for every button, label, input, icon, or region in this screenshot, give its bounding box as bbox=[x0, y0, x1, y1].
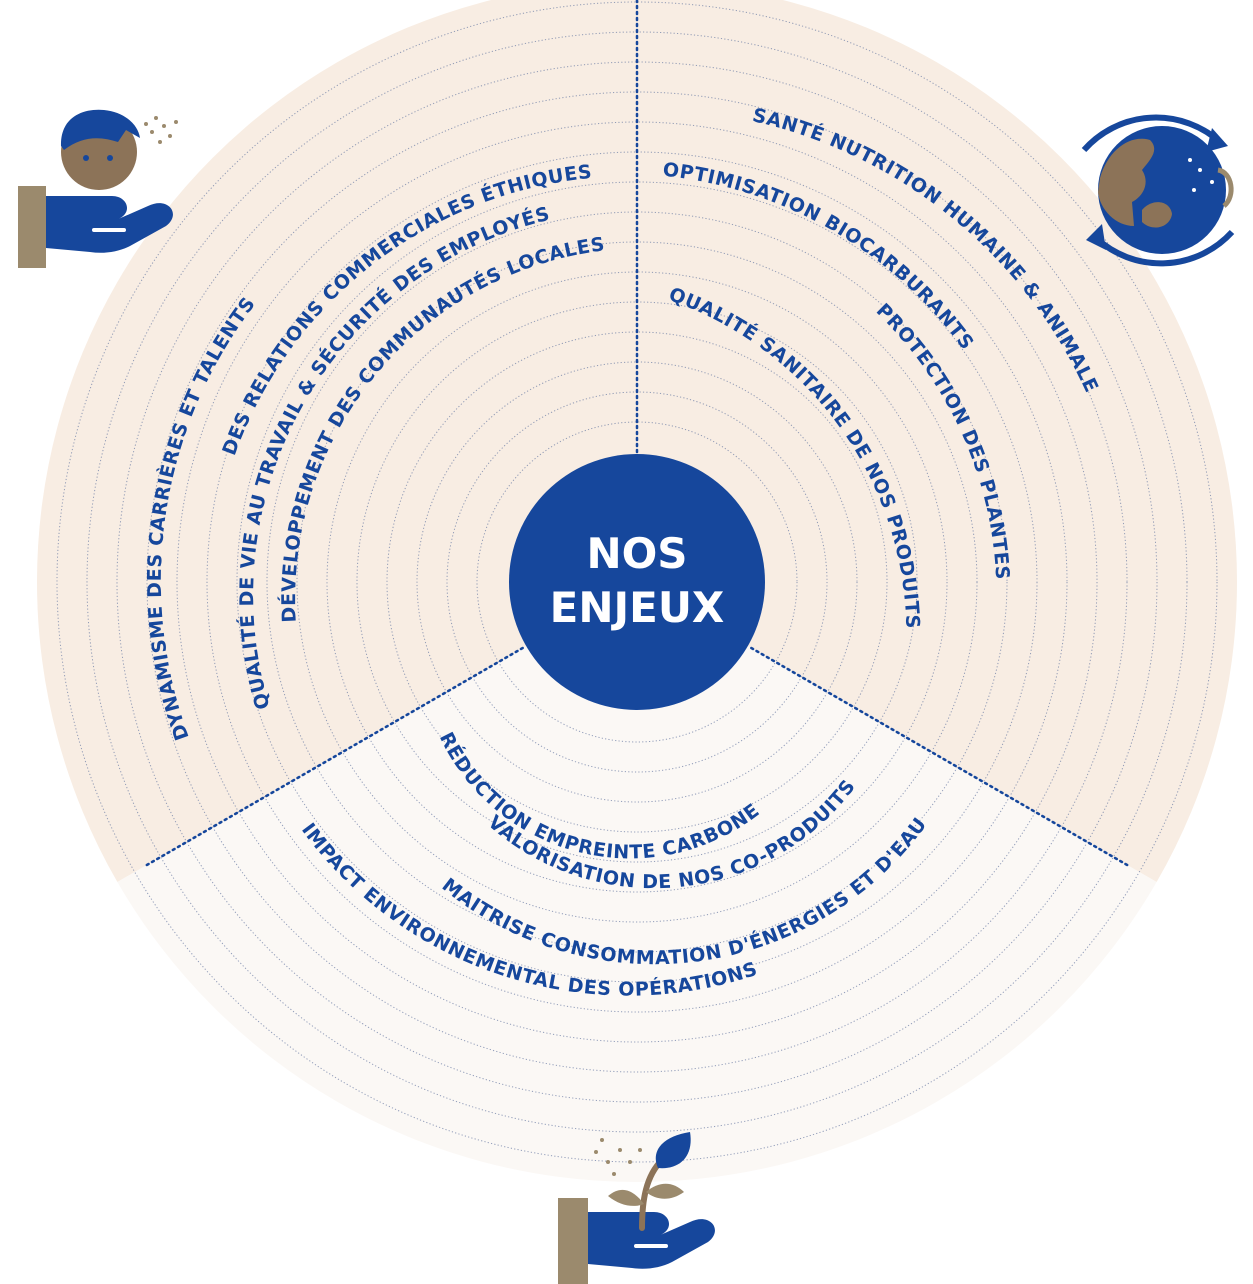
center-label-line2: ENJEUX bbox=[550, 583, 725, 632]
dotted-ring bbox=[416, 361, 858, 803]
sector-right-background bbox=[637, 0, 1237, 882]
center-label-line1: NOS bbox=[586, 529, 687, 578]
dotted-ring bbox=[386, 331, 888, 833]
dotted-ring bbox=[326, 271, 948, 893]
sector-left-background bbox=[37, 0, 637, 882]
dotted-ring bbox=[476, 421, 798, 743]
center-badge: NOS ENJEUX bbox=[509, 454, 765, 710]
person-caring-hand-icon bbox=[18, 109, 178, 268]
dotted-ring bbox=[356, 301, 918, 863]
divider-bottom-right bbox=[750, 646, 1131, 868]
plant-in-hand-icon bbox=[558, 1132, 715, 1284]
dotted-ring bbox=[206, 151, 1068, 1013]
divider-bottom-left bbox=[143, 646, 524, 868]
dotted-ring bbox=[116, 61, 1158, 1103]
dotted-ring bbox=[266, 211, 1008, 953]
globe-cycle-icon bbox=[1081, 114, 1235, 267]
dotted-ring bbox=[56, 1, 1218, 1163]
dotted-ring bbox=[176, 121, 1098, 1043]
